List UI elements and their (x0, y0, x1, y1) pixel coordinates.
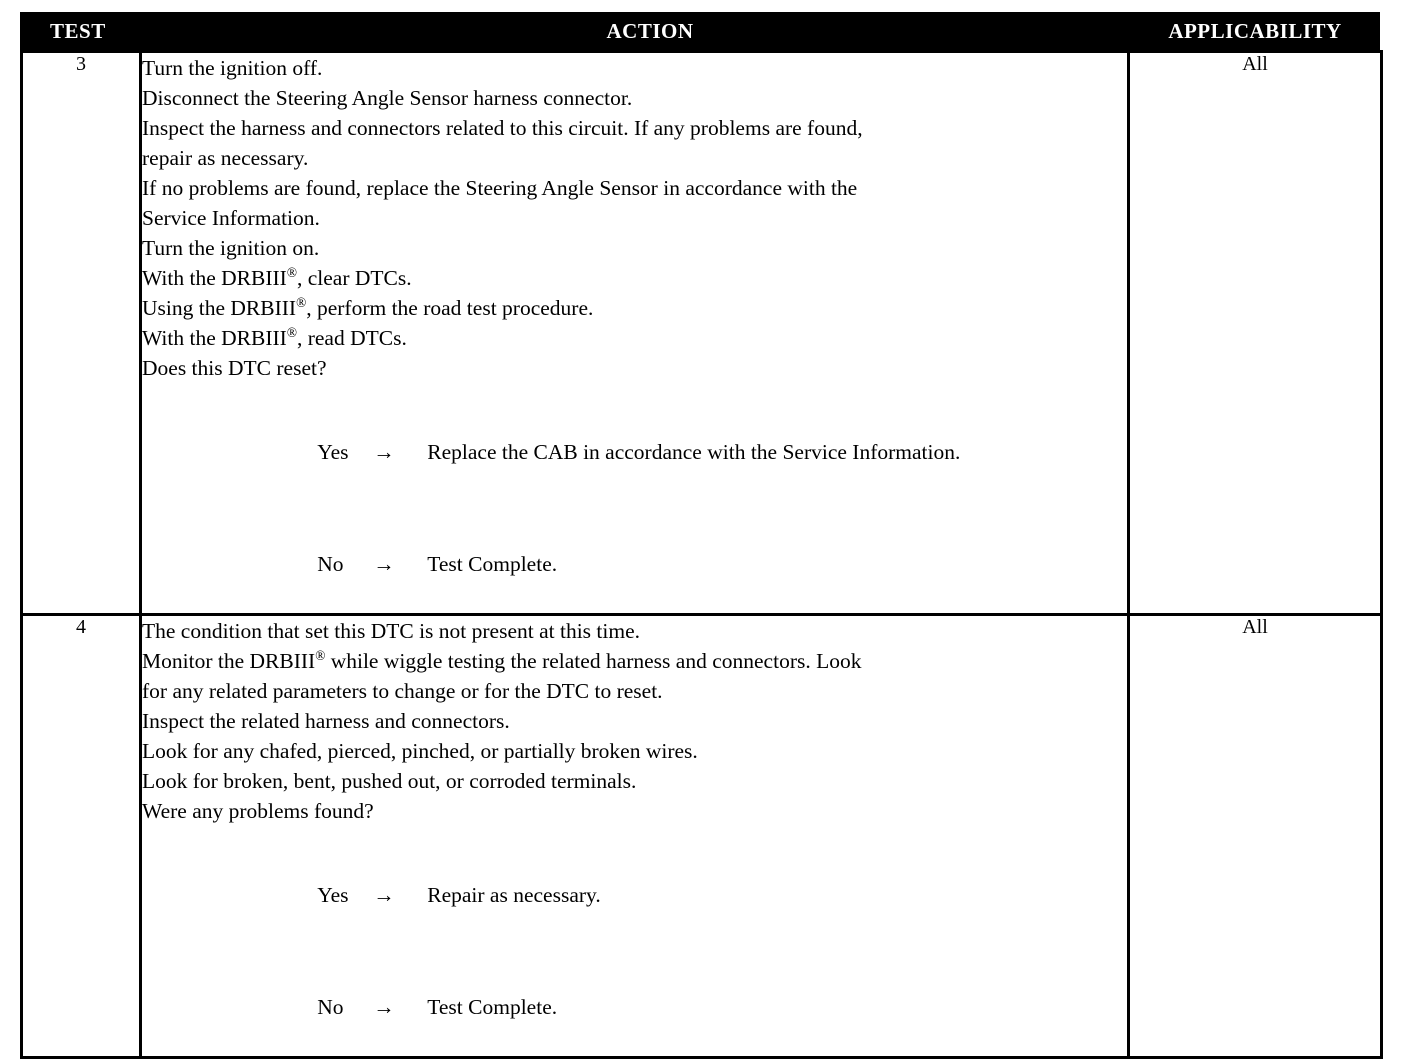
action-line: The condition that set this DTC is not p… (142, 619, 641, 643)
action-line: Were any problems found? (142, 799, 374, 823)
column-header-applicability: APPLICABILITY (1168, 19, 1342, 43)
action-line: Look for any chafed, pierced, pinched, o… (142, 739, 698, 763)
arrow-right-icon: → (373, 883, 395, 907)
action-cell: The condition that set this DTC is not p… (139, 613, 1130, 1059)
branch-yes: Yes → Repair as necessary. (142, 850, 1127, 940)
branch-no: No → Test Complete. (142, 962, 1127, 1052)
diagnostic-test-table: 3 Turn the ignition off. Disconnect the … (20, 50, 1383, 1059)
test-number-cell: 3 (20, 50, 142, 616)
action-line: Inspect the harness and connectors relat… (142, 116, 863, 140)
action-line: Service Information. (142, 206, 320, 230)
arrow-right-icon: → (373, 440, 395, 464)
branch-text: Replace the CAB in accordance with the S… (427, 440, 961, 464)
branch-text: Repair as necessary. (427, 883, 601, 907)
branch-yes: Yes → Replace the CAB in accordance with t… (142, 407, 1127, 497)
action-line: Turn the ignition on. (142, 236, 320, 260)
table-row: 3 Turn the ignition off. Disconnect the … (20, 50, 1383, 616)
branch-label: Yes (317, 883, 349, 907)
action-line: Turn the ignition off. (142, 56, 323, 80)
registered-trademark-icon: ® (286, 264, 297, 280)
action-line: Disconnect the Steering Angle Sensor har… (142, 86, 633, 110)
branch-no: No → Test Complete. (142, 519, 1127, 609)
branch-list: Yes → Replace the CAB in accordance with t… (142, 407, 1127, 609)
branch-label: No (317, 552, 344, 576)
branch-label: Yes (317, 440, 349, 464)
action-line: If no problems are found, replace the St… (142, 176, 858, 200)
diagnostic-test-page: TEST ACTION APPLICABILITY 3 Turn the ign… (20, 12, 1383, 1059)
action-step-list: Turn the ignition off. Disconnect the St… (142, 53, 1127, 383)
action-step-list: The condition that set this DTC is not p… (142, 616, 1127, 826)
registered-trademark-icon: ® (296, 294, 307, 310)
action-line: With the DRBIII®, clear DTCs. (142, 264, 412, 290)
branch-text: Test Complete. (427, 995, 558, 1019)
action-line: Does this DTC reset? (142, 356, 327, 380)
action-line: Using the DRBIII®, perform the road test… (142, 294, 594, 320)
branch-list: Yes → Repair as necessary. No → Test Complet… (142, 850, 1127, 1052)
action-line: With the DRBIII®, read DTCs. (142, 324, 407, 350)
column-header-action: ACTION (606, 19, 694, 43)
branch-text: Test Complete. (427, 552, 558, 576)
arrow-right-icon: → (373, 995, 395, 1019)
action-line: Inspect the related harness and connecto… (142, 709, 510, 733)
action-line: Monitor the DRBIII® while wiggle testing… (142, 647, 862, 673)
action-line: repair as necessary. (142, 146, 309, 170)
action-cell: Turn the ignition off. Disconnect the St… (139, 50, 1130, 616)
column-header-test: TEST (50, 19, 106, 43)
registered-trademark-icon: ® (286, 324, 297, 340)
action-line: for any related parameters to change or … (142, 679, 663, 703)
applicability-cell: All (1127, 613, 1383, 1059)
table-header-bar: TEST ACTION APPLICABILITY (20, 12, 1380, 50)
test-number-cell: 4 (20, 613, 142, 1059)
action-line: Look for broken, bent, pushed out, or co… (142, 769, 637, 793)
registered-trademark-icon: ® (315, 647, 326, 663)
applicability-cell: All (1127, 50, 1383, 616)
arrow-right-icon: → (373, 552, 395, 576)
table-body: 3 Turn the ignition off. Disconnect the … (20, 50, 1383, 1059)
table-row: 4 The condition that set this DTC is not… (20, 613, 1383, 1059)
branch-label: No (317, 995, 344, 1019)
